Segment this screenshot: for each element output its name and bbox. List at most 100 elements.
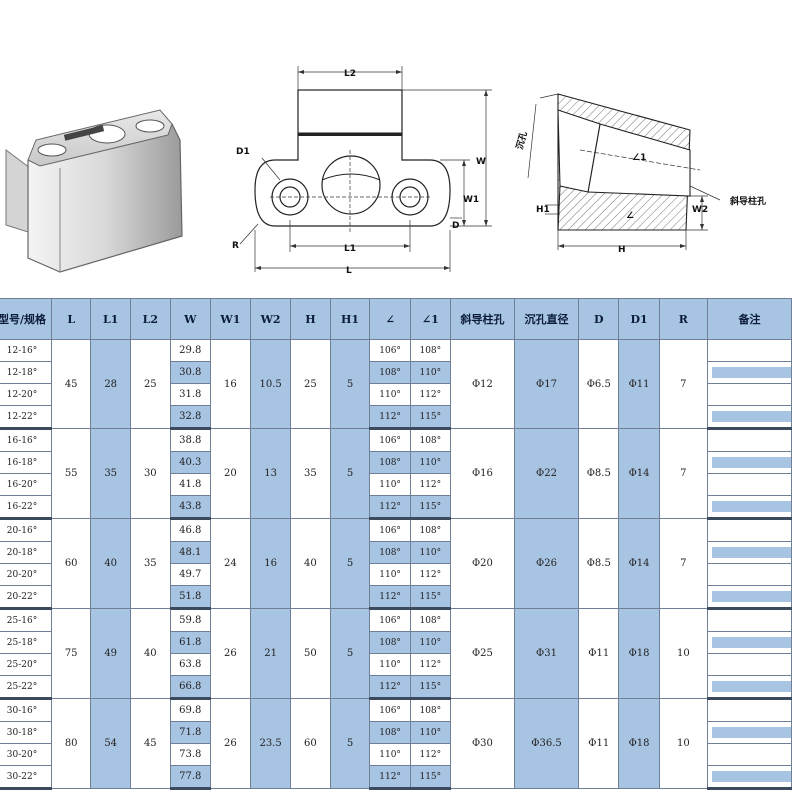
note-cell [707, 339, 792, 362]
header-cell: W2 [249, 298, 292, 340]
l-cell: 55 [50, 428, 92, 519]
angle1-cell: 115° [409, 585, 451, 610]
note-cell [707, 585, 792, 610]
r-cell: 7 [658, 428, 709, 519]
note-cell [707, 405, 792, 430]
l1-cell: 35 [90, 428, 131, 519]
model-cell: 12-20° [0, 383, 52, 406]
model-cell: 30-16° [0, 698, 52, 722]
w-cell: 59.8 [169, 608, 211, 632]
angle1-cell: 112° [409, 473, 451, 496]
d-cell: Φ8.5 [578, 518, 620, 609]
header-cell: L [50, 298, 92, 340]
header-cell: D [578, 298, 620, 340]
note-bar [712, 457, 791, 468]
sink-hole-cell: Φ22 [513, 428, 580, 519]
model-cell: 12-16° [0, 339, 52, 362]
l1-cell: 40 [90, 518, 131, 609]
l2-cell: 25 [130, 339, 171, 429]
model-cell: 16-18° [0, 451, 52, 474]
w-cell: 66.8 [169, 675, 211, 700]
angle-cell: 112° [369, 405, 411, 430]
header-cell: 备注 [707, 298, 792, 340]
l1-cell: 49 [90, 608, 131, 699]
model-cell: 30-18° [0, 721, 52, 744]
note-bar [712, 681, 791, 692]
header-cell: ∠1 [409, 298, 451, 340]
note-cell [707, 495, 792, 520]
header-cell: W1 [209, 298, 251, 340]
header-cell: 型号/规格 [0, 298, 52, 340]
h1-cell: 5 [329, 339, 371, 429]
angle1-cell: 112° [409, 743, 451, 766]
angle1-cell: 115° [409, 675, 451, 700]
model-cell: 25-18° [0, 631, 52, 654]
l2-cell: 30 [130, 428, 171, 519]
w-cell: 46.8 [169, 518, 211, 542]
angle-cell: 112° [369, 585, 411, 610]
h-cell: 50 [290, 608, 331, 699]
header-cell: W [169, 298, 211, 340]
w2-cell: 16 [249, 518, 292, 609]
angle1-cell: 108° [409, 518, 451, 542]
note-cell [707, 428, 792, 452]
note-cell [707, 631, 792, 654]
l-cell: 45 [50, 339, 92, 429]
note-cell [707, 541, 792, 564]
note-bar [712, 411, 791, 422]
w-cell: 30.8 [169, 361, 211, 384]
w1-cell: 24 [209, 518, 251, 609]
angle-cell: 108° [369, 451, 411, 474]
note-cell [707, 698, 792, 722]
header-cell: 斜导柱孔 [449, 298, 515, 340]
pin-hole-cell: Φ12 [449, 339, 515, 429]
note-bar [712, 771, 791, 782]
note-cell [707, 518, 792, 542]
d-cell: Φ11 [578, 698, 620, 789]
angle1-cell: 115° [409, 765, 451, 790]
header-cell: H1 [329, 298, 371, 340]
d1-cell: Φ18 [618, 698, 660, 789]
isometric-block-view [5, 109, 183, 273]
header-cell: L2 [130, 298, 171, 340]
note-cell [707, 608, 792, 632]
model-cell: 25-22° [0, 675, 52, 700]
h-cell: 40 [290, 518, 331, 609]
angle1-cell: 110° [409, 541, 451, 564]
h1-cell: 5 [329, 608, 371, 699]
note-bar [712, 727, 791, 738]
angle1-cell: 110° [409, 721, 451, 744]
model-cell: 20-16° [0, 518, 52, 542]
model-cell: 25-20° [0, 653, 52, 676]
dim-d1-label: D1 [236, 147, 250, 157]
h-cell: 25 [290, 339, 331, 429]
model-cell: 30-22° [0, 765, 52, 790]
note-cell [707, 675, 792, 700]
w-cell: 51.8 [169, 585, 211, 610]
dim-l-label: L [346, 266, 352, 276]
l-cell: 75 [50, 608, 92, 699]
w-cell: 77.8 [169, 765, 211, 790]
note-cell [707, 361, 792, 384]
angle-cell: 112° [369, 675, 411, 700]
w-cell: 61.8 [169, 631, 211, 654]
header-cell: L1 [90, 298, 131, 340]
sink-hole-cell: Φ31 [513, 608, 580, 699]
angle-cell: 110° [369, 563, 411, 586]
w-cell: 32.8 [169, 405, 211, 430]
angle1-label: ∠1 [632, 153, 646, 163]
w-cell: 38.8 [169, 428, 211, 452]
side-section-view [527, 93, 721, 250]
pin-hole-cell: Φ25 [449, 608, 515, 699]
note-cell [707, 743, 792, 766]
w2-cell: 13 [249, 428, 292, 519]
